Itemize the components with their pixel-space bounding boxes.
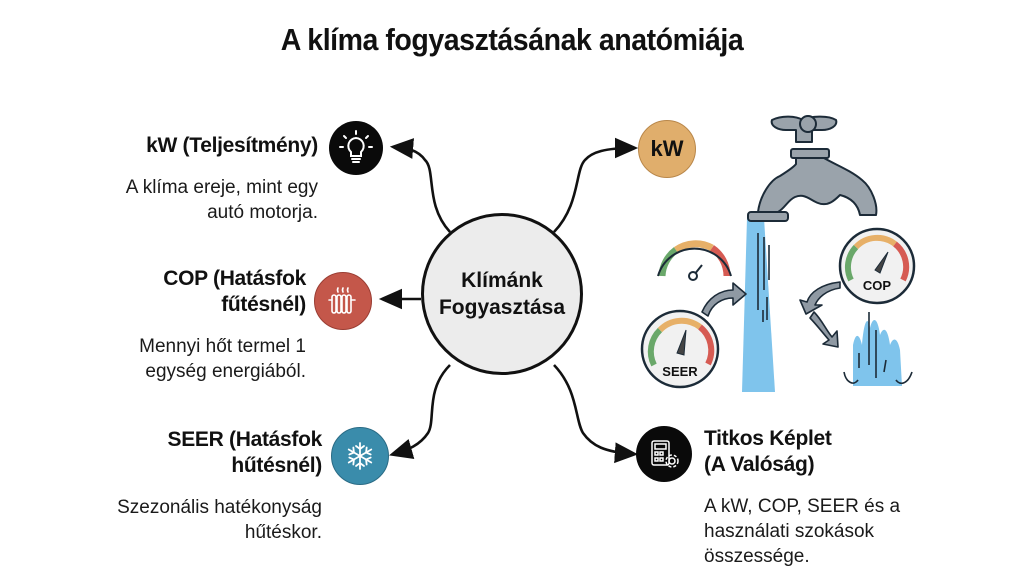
center-node: Klímánk Fogyasztása — [421, 213, 583, 375]
kw-desc-line-1: A klíma ereje, mint egy — [125, 177, 318, 198]
seer-desc-line-1: Szezonális hatékonyság — [117, 497, 322, 518]
seer-heading-1: SEER (Hatásfok — [167, 428, 322, 451]
kw-badge: kW — [638, 120, 696, 178]
calculator-gear-icon — [636, 426, 692, 482]
page-title: A klíma fogyasztásának anatómiája — [280, 22, 744, 57]
formula-desc-line-3: összessége. — [704, 546, 810, 567]
cop-gauge-label: COP — [863, 278, 892, 293]
water-splash-icon — [843, 312, 913, 386]
lightbulb-icon — [329, 121, 383, 175]
water-stream-icon — [742, 218, 775, 392]
kw-badge-label: kW — [650, 136, 684, 161]
kw-node-text: kW (Teljesítmény) A klíma ereje, mint eg… — [18, 133, 319, 225]
cop-heading-2: fűtésnél) — [221, 293, 306, 316]
snowflake-icon — [331, 427, 389, 485]
cop-desc-line-2: egység energiából. — [145, 361, 306, 382]
center-line-2: Fogyasztása — [438, 296, 566, 319]
seer-desc-line-2: hűtéskor. — [244, 522, 322, 543]
formula-node-text: Titkos Képlet (A Valóság) A kW, COP, SEE… — [704, 426, 1004, 569]
cop-gauge-icon: COP — [838, 227, 916, 305]
faucet-icon — [747, 115, 878, 222]
kw-desc-line-2: autó motorja. — [207, 202, 318, 223]
seer-heading-2: hűtésnél) — [231, 454, 322, 477]
seer-gauge-icon: SEER — [640, 309, 720, 389]
formula-desc-line-1: A kW, COP, SEER és a — [704, 496, 901, 517]
cop-node-text: COP (Hatásfok fűtésnél) Mennyi hőt terme… — [6, 266, 306, 384]
cop-desc-line-1: Mennyi hőt termel 1 — [139, 336, 306, 357]
formula-heading-1: Titkos Képlet — [704, 427, 832, 450]
flow-arrows — [701, 281, 841, 348]
formula-heading-2: (A Valóság) — [704, 453, 815, 476]
center-line-1: Klímánk — [461, 269, 543, 292]
radiator-icon — [314, 272, 372, 330]
seer-gauge-label: SEER — [662, 364, 698, 379]
cop-heading-1: COP (Hatásfok — [163, 267, 306, 290]
formula-desc-line-2: használati szokások — [704, 521, 875, 542]
kw-heading: kW (Teljesítmény) — [146, 134, 318, 157]
seer-node-text: SEER (Hatásfok hűtésnél) Szezonális haté… — [2, 427, 322, 545]
